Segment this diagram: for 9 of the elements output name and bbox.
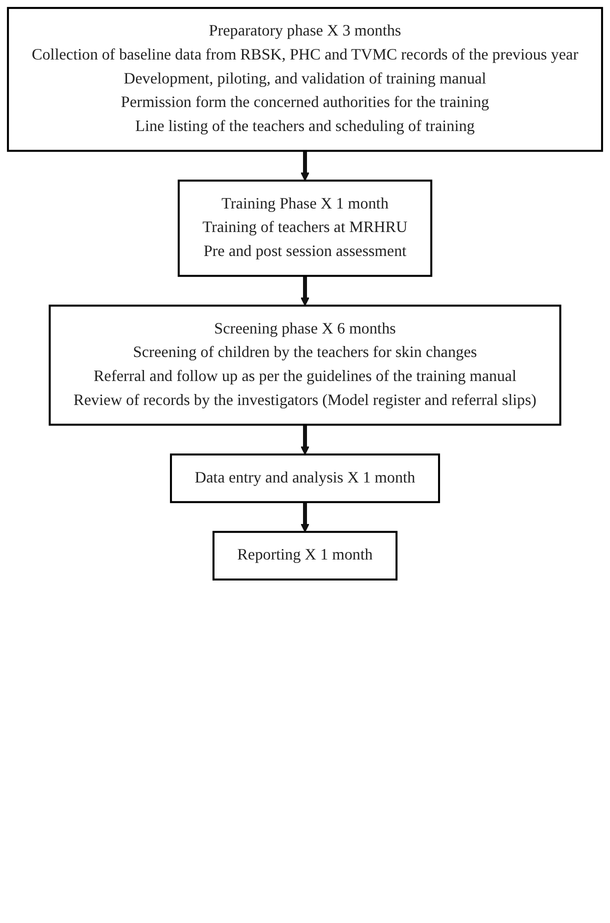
node-box: Data entry and analysis X 1 month — [170, 453, 440, 504]
arrow — [300, 150, 310, 181]
arrow — [300, 502, 310, 532]
node-box: Reporting X 1 month — [212, 530, 398, 580]
arrow — [300, 276, 310, 306]
node-box: Screening phase X 6 months Screening of children by the teachers for skin changes Referral and follow up as per the guidelines of the training manual Review of records by the investigators (Model register and referral slips) — [48, 304, 562, 426]
node-box: Training Phase X 1 month Training of teachers at MRHRU Pre and post session assessment — [178, 180, 432, 277]
arrow — [300, 424, 310, 455]
node-box: Preparatory phase X 3 months Collection of baseline data from RBSK, PHC and TVMC records of the previous year Development, piloting, and validation of training manual Permission form the concerned authorities for the training Line listing of the teachers and scheduling of training — [6, 6, 604, 152]
